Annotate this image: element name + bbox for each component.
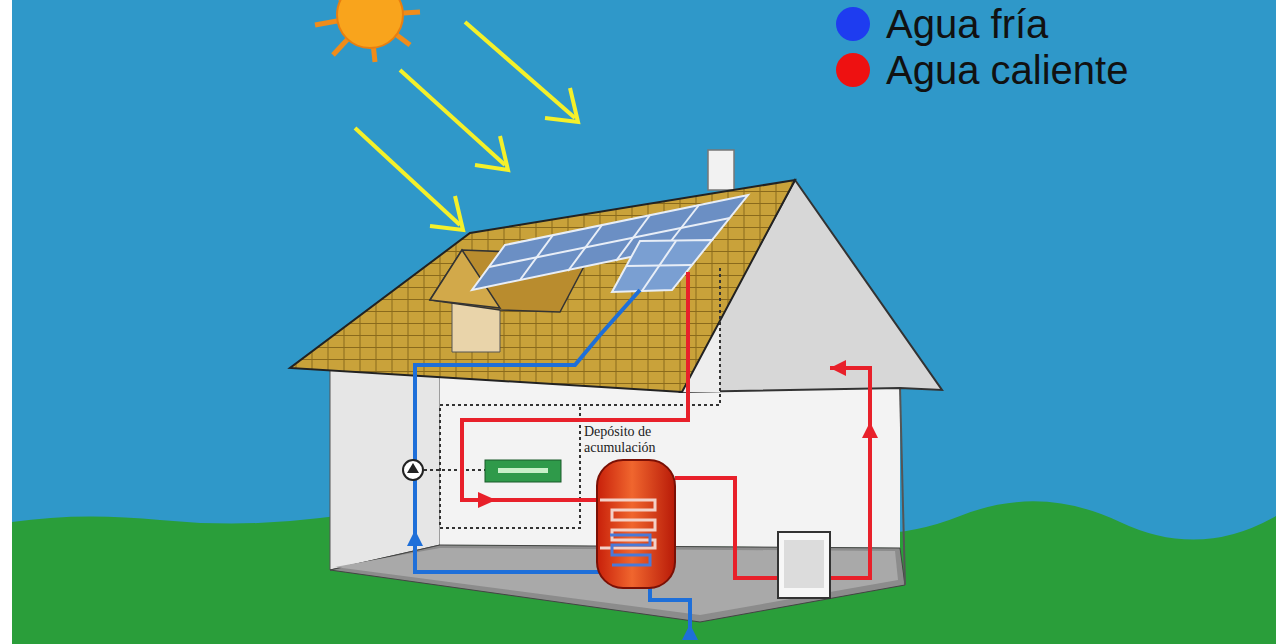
part-label: Depósito de acumulación bbox=[584, 424, 702, 456]
flow-arrow bbox=[862, 422, 878, 438]
controller-display bbox=[498, 468, 548, 473]
storage-tank bbox=[597, 460, 675, 588]
legend-swatch bbox=[836, 7, 870, 41]
legend-label: Agua caliente bbox=[886, 48, 1128, 92]
auxiliary-heater bbox=[778, 532, 830, 598]
cold-water-pipe bbox=[415, 290, 690, 640]
legend-swatch bbox=[836, 53, 870, 87]
sun bbox=[315, 0, 420, 62]
flow-arrow bbox=[830, 360, 846, 376]
flow-arrow bbox=[682, 624, 698, 640]
pump-symbol bbox=[407, 463, 419, 473]
legend-entry: Agua caliente bbox=[836, 48, 1128, 92]
heater-front bbox=[784, 540, 824, 588]
solar-panels bbox=[472, 195, 748, 292]
wall-edge bbox=[900, 388, 905, 585]
chimney bbox=[708, 150, 734, 190]
controller bbox=[485, 460, 561, 482]
legend-entry: Agua fría bbox=[836, 2, 1048, 46]
sky bbox=[12, 0, 1276, 644]
sun-ray-arrows bbox=[355, 22, 578, 230]
flow-arrow bbox=[478, 492, 496, 508]
flow-arrow bbox=[407, 530, 423, 546]
left-wall bbox=[330, 370, 440, 570]
legend-label: Agua fría bbox=[886, 2, 1048, 46]
pump bbox=[403, 460, 423, 480]
